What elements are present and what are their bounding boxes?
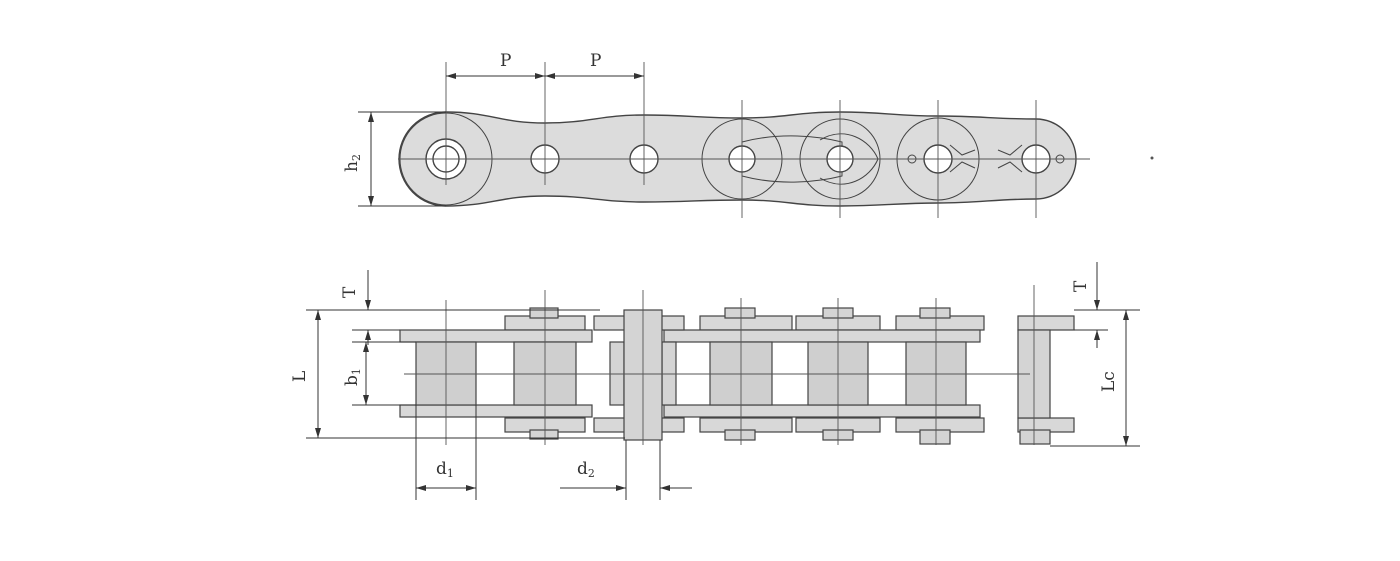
pitch-label: P [590,51,601,71]
stray-dot [1150,156,1154,160]
pin-diameter-dimension: d2 [560,440,692,500]
spring-clip [741,135,843,183]
length-c-dimension: Lc [1050,310,1140,447]
thickness-dimension-right: T [1071,262,1140,348]
height-label: h2 [342,154,363,172]
chain-side-view: P P h2 [342,51,1090,218]
length-c-label: Lc [1099,371,1119,392]
inner-width-dimension: b1 [342,341,416,406]
length-dimension: L [290,310,625,439]
pitch-label: P [500,51,511,71]
outer-plates-top [504,315,1075,331]
roller-diameter-label: d1 [436,459,454,480]
thickness-label: T [1071,280,1091,292]
chain-top-view: T L b1 d1 [290,262,1140,500]
connecting-pin [593,309,685,441]
pin-diameter-label: d2 [577,459,595,480]
inner-width-label: b1 [342,368,363,386]
roller-diameter-dimension: d1 [415,405,477,500]
pitch-dimension: P P [446,51,644,79]
rollers [415,341,967,406]
inner-plates [399,329,981,418]
thickness-dimension-left: T [306,270,600,345]
outer-plates-bottom [504,417,1075,433]
thickness-label: T [340,286,360,298]
length-label: L [290,371,310,382]
height-dimension: h2 [342,111,446,207]
